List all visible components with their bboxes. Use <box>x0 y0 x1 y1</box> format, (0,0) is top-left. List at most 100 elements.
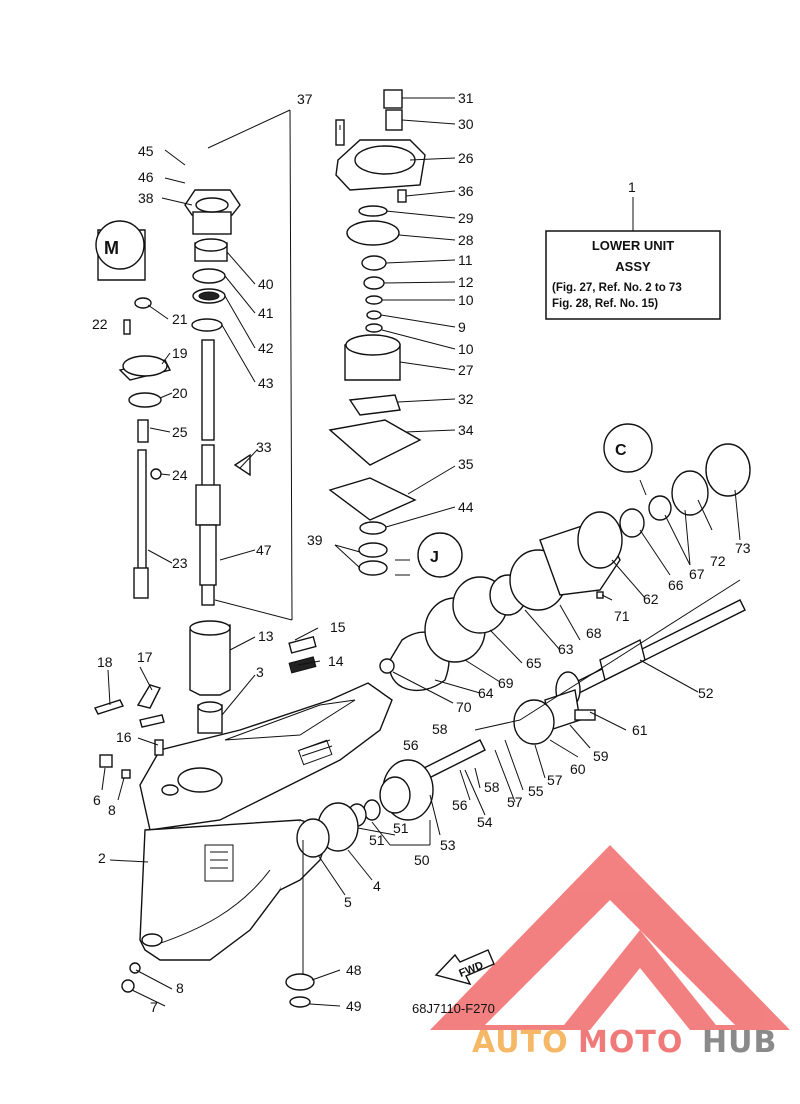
callout-35: 35 <box>458 456 474 472</box>
watermark-text: AUTO MOTO HUB <box>472 1025 777 1060</box>
callout-57-lower: 57 <box>507 794 523 810</box>
callout-11: 11 <box>458 252 473 268</box>
callout-8-lower: 8 <box>176 980 184 996</box>
callout-54: 54 <box>477 814 493 830</box>
callout-58-lower: 58 <box>484 779 500 795</box>
callout-51-left: 51 <box>369 832 385 848</box>
callout-3: 3 <box>256 664 264 680</box>
callout-72: 72 <box>710 553 726 569</box>
callout-23: 23 <box>172 555 188 571</box>
watermark-auto: AUTO <box>472 1025 569 1060</box>
callout-17: 17 <box>137 649 153 665</box>
callout-44: 44 <box>458 499 474 515</box>
callout-63: 63 <box>558 641 574 657</box>
propeller-shaft-assembly: C <box>285 423 751 1008</box>
callout-40: 40 <box>258 276 274 292</box>
callout-51-right: 51 <box>393 820 409 836</box>
callout-47: 47 <box>256 542 272 558</box>
callout-71: 71 <box>614 608 630 624</box>
callout-1: 1 <box>628 179 636 195</box>
callout-18: 18 <box>97 654 113 670</box>
callout-24: 24 <box>172 467 188 483</box>
callout-43: 43 <box>258 375 274 391</box>
info-box-ref-1: (Fig. 27, Ref. No. 2 to 73 <box>552 282 682 294</box>
callout-9: 9 <box>458 319 466 335</box>
callout-10-lower: 10 <box>458 341 474 357</box>
callout-62: 62 <box>643 591 659 607</box>
callout-4: 4 <box>373 878 381 894</box>
callout-50: 50 <box>414 852 430 868</box>
callout-70: 70 <box>456 699 472 715</box>
callout-33: 33 <box>256 439 272 455</box>
callout-60: 60 <box>570 761 586 777</box>
callout-56-lower: 56 <box>452 797 468 813</box>
drive-shaft-assembly <box>184 189 251 734</box>
callout-66: 66 <box>668 577 684 593</box>
callout-59: 59 <box>593 748 609 764</box>
callout-10-upper: 10 <box>458 292 474 308</box>
callout-57-upper: 57 <box>547 772 563 788</box>
callout-30: 30 <box>458 116 474 132</box>
callout-73: 73 <box>735 540 751 556</box>
shift-rod-assembly: M <box>95 220 172 599</box>
callout-14: 14 <box>328 653 344 669</box>
callout-21: 21 <box>172 311 188 327</box>
svg-text:M: M <box>104 238 119 258</box>
watermark-hub: HUB <box>702 1025 777 1060</box>
callout-61: 61 <box>632 722 648 738</box>
callout-2: 2 <box>98 850 106 866</box>
callout-27: 27 <box>458 362 474 378</box>
callout-6: 6 <box>93 792 101 808</box>
info-box-subtitle: ASSY <box>615 259 651 274</box>
callout-56-upper: 56 <box>403 737 419 753</box>
callout-41: 41 <box>258 305 274 321</box>
callout-32: 32 <box>458 391 474 407</box>
callout-68: 68 <box>586 625 602 641</box>
lower-unit-info-box: LOWER UNIT ASSY (Fig. 27, Ref. No. 2 to … <box>545 197 721 320</box>
callout-65: 65 <box>526 655 542 671</box>
info-box-ref-2: Fig. 28, Ref. No. 15) <box>552 298 658 310</box>
misc-left-parts <box>94 635 317 993</box>
callout-28: 28 <box>458 232 474 248</box>
svg-text:C: C <box>615 442 627 459</box>
callout-37: 37 <box>297 91 313 107</box>
water-pump-assembly: J <box>328 89 463 578</box>
callout-46: 46 <box>138 169 154 185</box>
callout-7: 7 <box>150 999 158 1015</box>
callout-22: 22 <box>92 316 108 332</box>
svg-text:J: J <box>430 549 439 566</box>
callout-67: 67 <box>689 566 705 582</box>
callout-52: 52 <box>698 685 714 701</box>
callout-69: 69 <box>498 675 514 691</box>
figure-code: 68J7110-F270 <box>412 1001 495 1016</box>
callout-5: 5 <box>344 894 352 910</box>
callout-55: 55 <box>528 783 544 799</box>
callout-29: 29 <box>458 210 474 226</box>
callout-8-upper: 8 <box>108 802 116 818</box>
callout-16: 16 <box>116 729 132 745</box>
callout-labels: 1 2 3 4 5 6 7 8 8 9 10 10 11 12 13 14 15… <box>92 90 751 1015</box>
callout-12: 12 <box>458 274 474 290</box>
callout-45: 45 <box>138 143 154 159</box>
callout-39: 39 <box>307 532 323 548</box>
callout-13: 13 <box>258 628 274 644</box>
callout-20: 20 <box>172 385 188 401</box>
callout-31: 31 <box>458 90 474 106</box>
callout-15: 15 <box>330 619 346 635</box>
callout-25: 25 <box>172 424 188 440</box>
callout-53: 53 <box>440 837 456 853</box>
callout-19: 19 <box>172 345 188 361</box>
callout-49: 49 <box>346 998 362 1014</box>
callout-26: 26 <box>458 150 474 166</box>
callout-48: 48 <box>346 962 362 978</box>
callout-34: 34 <box>458 422 474 438</box>
callout-38: 38 <box>138 190 154 206</box>
info-box-title: LOWER UNIT <box>592 238 674 253</box>
callout-58-upper: 58 <box>432 721 448 737</box>
leader-lines <box>101 97 741 1007</box>
callout-36: 36 <box>458 183 474 199</box>
callout-64: 64 <box>478 685 494 701</box>
watermark-logo <box>430 845 790 1030</box>
watermark-moto: MOTO <box>578 1025 683 1060</box>
